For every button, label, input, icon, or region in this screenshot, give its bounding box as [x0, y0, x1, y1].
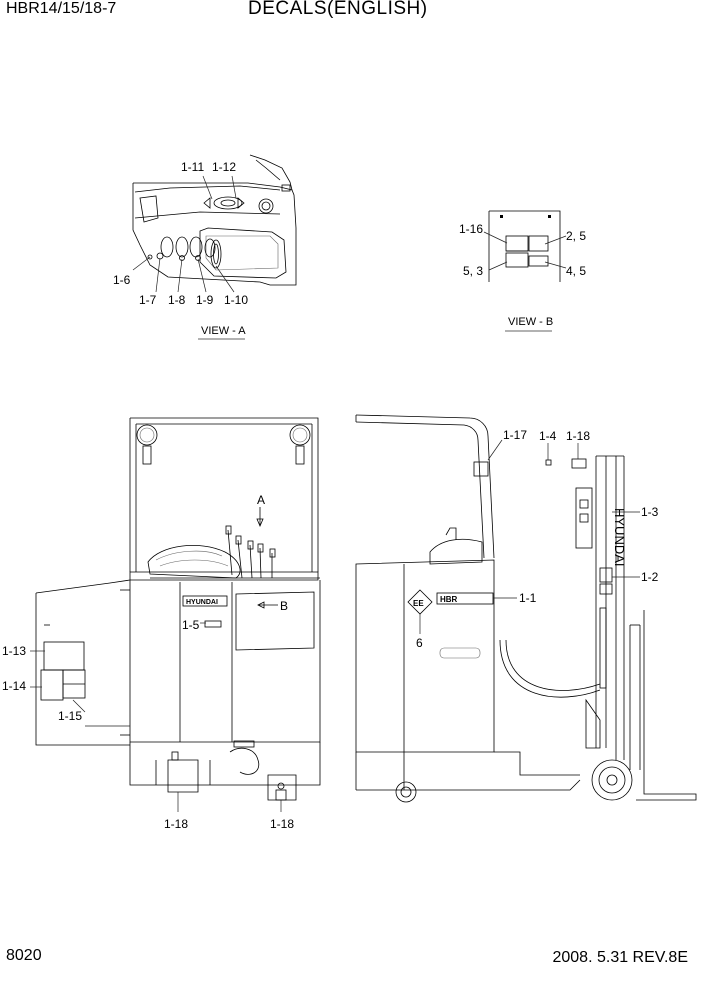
callout-1-1: 1-1 [519, 591, 537, 605]
callout-1-3: 1-3 [641, 505, 659, 519]
callout-4-5: 4, 5 [566, 264, 586, 278]
mast-brand-decal: HYUNDAI [612, 508, 627, 567]
callout-1-12: 1-12 [212, 160, 236, 174]
model-plate-decal: HBR [440, 595, 458, 604]
callout-1-17: 1-17 [503, 428, 527, 442]
callout-2-5: 2, 5 [566, 229, 586, 243]
callout-1-10: 1-10 [224, 293, 248, 307]
view-b-detail: 1-16 2, 5 5, 3 4, 5 VIEW - B [459, 210, 586, 332]
marker-b: B [280, 599, 288, 613]
callout-1-5: 1-5 [182, 618, 200, 632]
callout-1-15: 1-15 [58, 709, 82, 723]
front-brand-decal: HYUNDAI [186, 599, 218, 606]
callout-1-4: 1-4 [539, 429, 557, 443]
callout-1-13: 1-13 [2, 644, 26, 658]
callout-1-9: 1-9 [196, 293, 214, 307]
side-view: EE HBR HYUNDAI [355, 414, 697, 803]
callout-1-7: 1-7 [139, 293, 157, 307]
callout-1-18-front-right: 1-18 [270, 817, 294, 831]
view-b-label: VIEW - B [508, 316, 553, 328]
view-a-detail: 1-11 1-12 1-6 1-7 1-8 1-9 1-10 VIEW - A [113, 154, 297, 340]
date-revision: 2008. 5.31 REV.8E [552, 949, 688, 966]
ee-decal: EE [413, 599, 424, 608]
view-a-label: VIEW - A [201, 325, 246, 337]
callout-1-2: 1-2 [641, 570, 659, 584]
marker-a: A [257, 493, 265, 507]
callout-1-6: 1-6 [113, 273, 131, 287]
callout-1-16: 1-16 [459, 222, 483, 236]
page-number: 8020 [6, 947, 42, 964]
callout-1-18-mast: 1-18 [566, 429, 590, 443]
callout-5-3: 5, 3 [463, 264, 483, 278]
model-number: HBR14/15/18-7 [6, 0, 117, 17]
front-view: HYUNDAI A B 1 [2, 417, 321, 831]
callout-1-11: 1-11 [181, 160, 204, 174]
callout-6: 6 [416, 636, 423, 650]
callout-1-18-front-left: 1-18 [164, 817, 188, 831]
page-title: DECALS(ENGLISH) [248, 0, 428, 19]
callout-1-8: 1-8 [168, 293, 186, 307]
callout-1-14: 1-14 [2, 679, 26, 693]
